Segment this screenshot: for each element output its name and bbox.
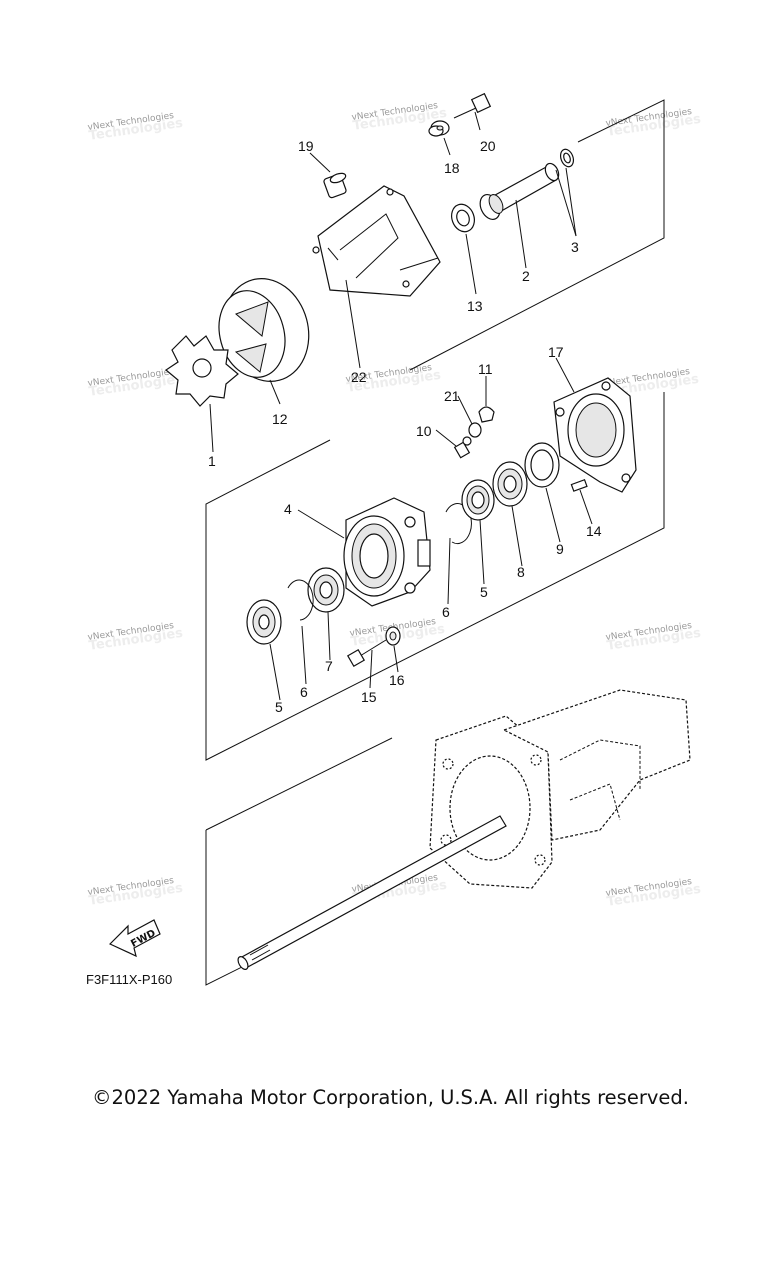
callout-8: 8 (517, 564, 525, 580)
drive-shaft (237, 815, 507, 970)
callout-16: 16 (389, 672, 405, 688)
callout-3: 3 (571, 239, 579, 255)
callout-5-right: 5 (480, 584, 488, 600)
callout-22: 22 (351, 369, 367, 385)
circlip-6-left (287, 579, 314, 621)
callout-10: 10 (416, 423, 432, 439)
callout-12: 12 (272, 411, 288, 427)
sleeve-2 (479, 162, 560, 220)
callout-11: 11 (478, 361, 493, 377)
bolt-20 (453, 92, 492, 119)
callout-6-left: 6 (300, 684, 308, 700)
engine-block (429, 689, 691, 889)
callout-4: 4 (284, 501, 292, 517)
bearing-5-left (246, 599, 282, 645)
callout-20: 20 (480, 138, 496, 154)
duct-cover-22 (312, 185, 441, 297)
callout-17: 17 (548, 344, 564, 360)
nipple-21 (468, 422, 482, 438)
housing-cover-17 (553, 377, 637, 493)
spring-18 (428, 120, 450, 137)
callout-1: 1 (208, 453, 216, 469)
oil-seal-9 (524, 442, 560, 488)
damper-1 (164, 335, 239, 407)
callout-numbers: 19 20 18 2 3 13 22 12 1 17 11 21 10 4 5 … (208, 138, 602, 715)
bearing-5-right (461, 479, 495, 521)
callout-13: 13 (467, 298, 483, 314)
callout-18: 18 (444, 160, 460, 176)
callout-14: 14 (586, 523, 602, 539)
diagram-code: F3F111X-P160 (86, 972, 173, 987)
bearing-8 (492, 461, 528, 507)
copyright-notice: ©2022 Yamaha Motor Corporation, U.S.A. A… (92, 1086, 689, 1109)
collar-19 (323, 172, 347, 199)
callout-21: 21 (444, 388, 460, 404)
callout-6-right: 6 (442, 604, 450, 620)
callout-15: 15 (361, 689, 377, 705)
group-frame-upper (409, 99, 665, 371)
cap-11 (478, 406, 495, 423)
callout-5-left: 5 (275, 699, 283, 715)
bearing-7 (307, 567, 345, 613)
group-frame-lower (205, 737, 393, 986)
dowel-pin-14 (570, 479, 588, 492)
washer-13 (451, 203, 475, 233)
callout-9: 9 (556, 541, 564, 557)
forward-arrow-icon: FWD (108, 919, 161, 958)
callout-19: 19 (298, 138, 314, 154)
bearing-housing-4 (343, 497, 431, 607)
leader-lines (209, 111, 593, 701)
group-frame-middle (205, 392, 665, 761)
grease-nipple-10 (453, 436, 472, 459)
callout-2: 2 (522, 268, 530, 284)
washer-16 (385, 626, 401, 646)
callout-7: 7 (325, 658, 333, 674)
bolt-15 (346, 639, 387, 668)
coupling-housing-12 (218, 278, 310, 382)
o-ring-3 (559, 148, 575, 168)
